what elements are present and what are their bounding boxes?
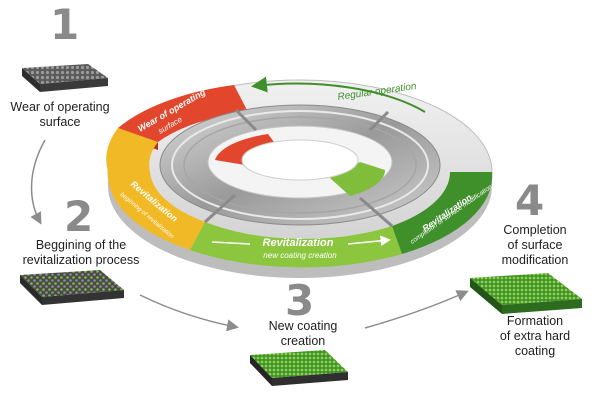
- step-3-caption-line2: creation: [280, 334, 326, 348]
- step-3-number: 3: [285, 276, 315, 325]
- revitalization-end-segment: [392, 172, 493, 254]
- step-1-caption-line1: Wear of operating: [10, 100, 110, 114]
- step-1-caption-line2: surface: [39, 115, 81, 129]
- step-3-caption-line1: New coating: [268, 319, 338, 333]
- result-caption: Formation of extra hard coating: [480, 314, 590, 359]
- result-caption-line3: coating: [514, 344, 556, 358]
- step-2-caption: Beggining of the revitalization process: [6, 238, 156, 268]
- revitalization-main-segment: [190, 222, 402, 268]
- step-2-caption-line1: Beggining of the: [35, 238, 127, 252]
- new-coating-sample-icon: [250, 350, 348, 386]
- step-1-number: 1: [50, 0, 80, 49]
- hard-coating-sample-icon: [470, 273, 582, 314]
- step-3-caption: New coating creation: [248, 319, 358, 349]
- step-4-caption-line1: Completion: [503, 223, 567, 237]
- worn-surface-sample-icon: [22, 64, 108, 92]
- revitalization-main-label: Revitalization: [263, 237, 334, 249]
- step-2-caption-line2: revitalization process: [22, 253, 140, 267]
- result-caption-line1: Formation: [506, 314, 564, 328]
- step-1-caption: Wear of operating surface: [5, 100, 115, 130]
- result-caption-line2: of extra hard: [499, 329, 571, 343]
- arrow-3-to-4: [364, 290, 469, 329]
- early-revitalization-sample-icon: [20, 270, 124, 305]
- revitalization-main-sublabel: new coating creation: [263, 251, 337, 260]
- revitalization-start-segment: [106, 128, 205, 250]
- step-4-caption: Completion of surface modification: [480, 223, 590, 268]
- wear-segment: [118, 85, 248, 142]
- step-4-caption-line2: of surface: [507, 238, 563, 252]
- arrow-1-to-2: [30, 139, 46, 225]
- revitalization-cycle-ring: Regular operation Wear of operating surf…: [106, 76, 494, 278]
- step-4-caption-line3: modification: [501, 253, 569, 267]
- arrow-2-to-3: [139, 294, 239, 332]
- step-2-number: 2: [64, 192, 94, 241]
- step-4-number: 4: [515, 176, 545, 225]
